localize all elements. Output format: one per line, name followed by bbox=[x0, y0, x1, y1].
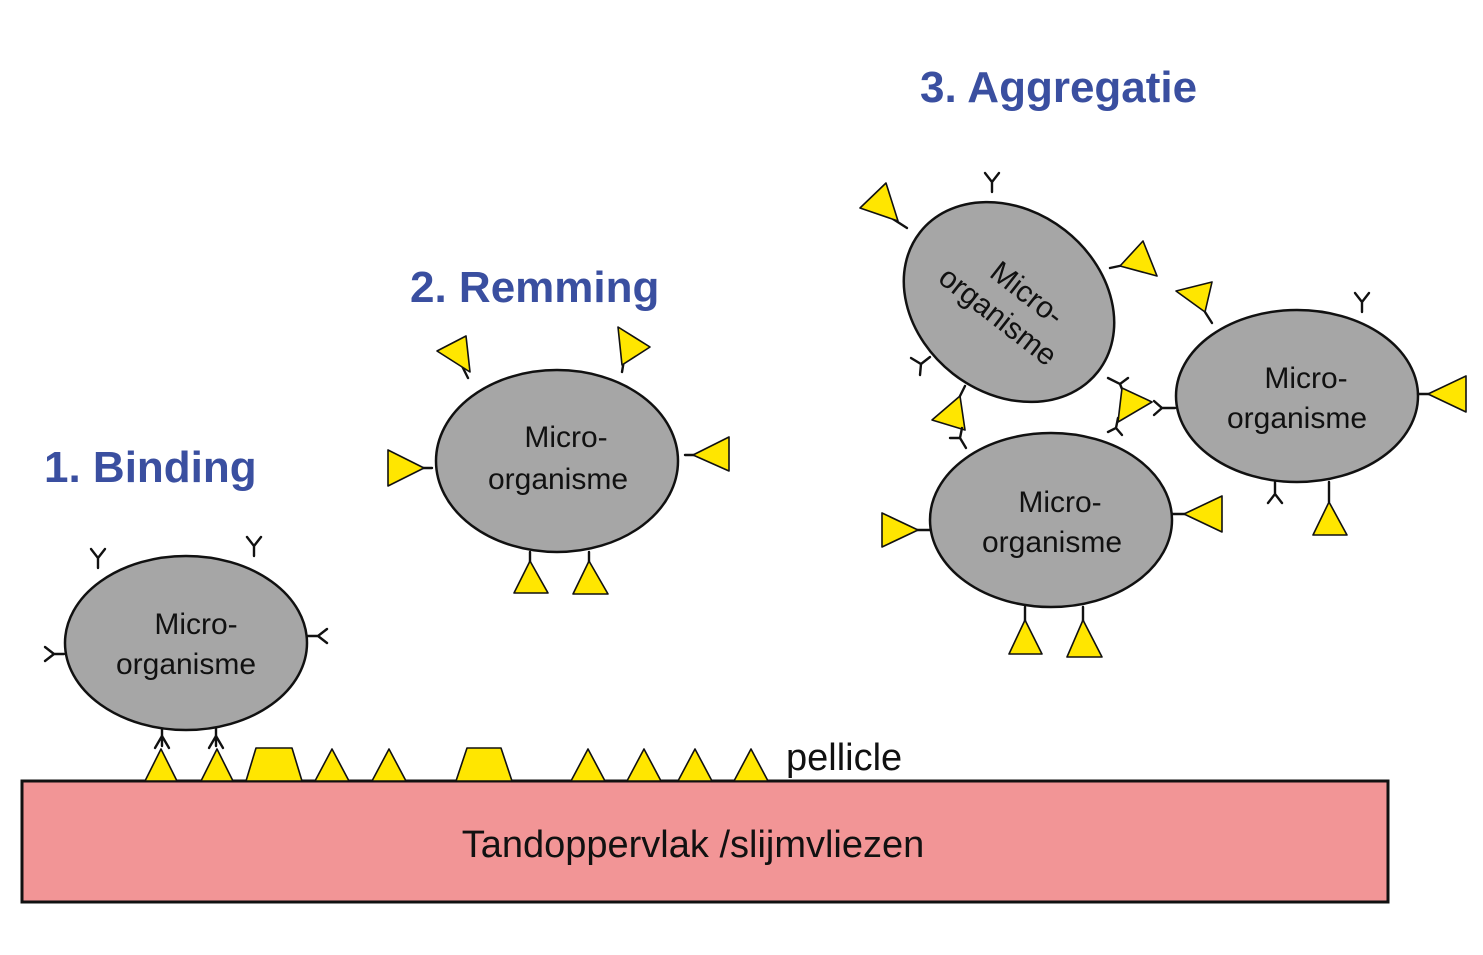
microorganism-label: organisme bbox=[488, 463, 628, 496]
ligand-triangle-icon bbox=[1119, 240, 1158, 277]
pellicle-label: pellicle bbox=[786, 737, 902, 779]
stage-title-binding: 1. Binding bbox=[44, 443, 257, 492]
receptor-icon bbox=[43, 645, 66, 663]
ligand-triangle-icon bbox=[513, 560, 549, 594]
microorganism-cell bbox=[63, 554, 309, 732]
ligand-triangle-icon bbox=[859, 182, 899, 222]
microorganism-cell bbox=[902, 200, 1116, 404]
receptor-stalk bbox=[1203, 310, 1214, 325]
pellicle-triangle-icon bbox=[570, 748, 606, 782]
pellicle-triangle-icon bbox=[314, 748, 350, 782]
pellicle-trapezoid-icon bbox=[455, 747, 513, 782]
microorganism-cell bbox=[928, 431, 1174, 609]
receptor-icon bbox=[909, 355, 932, 377]
stage-aggregatie: Micro- organisme Micro- organisme Micro-… bbox=[859, 171, 1467, 658]
receptor-icon bbox=[153, 733, 171, 750]
ligand-triangle-icon bbox=[1008, 619, 1043, 655]
receptor-icon bbox=[1353, 291, 1371, 314]
ligand-triangle-icon bbox=[617, 326, 651, 366]
microorganism-cell bbox=[434, 368, 680, 554]
pellicle-triangle-icon bbox=[200, 748, 234, 782]
receptor-icon bbox=[1106, 416, 1124, 437]
pellicle-trapezoid-icon bbox=[245, 747, 303, 782]
surface-label: Tandoppervlak /slijmvliezen bbox=[462, 824, 925, 866]
receptor-icon bbox=[948, 426, 968, 450]
ligand-triangle-icon bbox=[1066, 619, 1103, 658]
receptor-icon bbox=[1266, 480, 1284, 505]
stage-title-remming: 2. Remming bbox=[410, 263, 659, 312]
receptor-icon bbox=[306, 627, 329, 645]
pellicle-triangle-icon bbox=[371, 748, 407, 782]
stage-remming: Micro- organisme bbox=[387, 326, 730, 595]
microorganism-label: Micro- bbox=[1018, 486, 1101, 519]
ligand-triangle-icon bbox=[1312, 501, 1348, 536]
pellicle-layer bbox=[144, 747, 769, 782]
microorganism-label: organisme bbox=[116, 648, 256, 681]
ligand-triangle-icon bbox=[436, 335, 471, 373]
stage-title-aggregatie: 3. Aggregatie bbox=[920, 63, 1197, 112]
ligand-triangle-icon bbox=[1117, 387, 1153, 423]
receptor-icon bbox=[207, 733, 225, 750]
pellicle-triangle-icon bbox=[144, 748, 178, 782]
receptor-icon bbox=[245, 535, 263, 558]
microorganism-label: Micro- bbox=[1264, 362, 1347, 395]
ligand-triangle-icon bbox=[931, 395, 966, 431]
receptor-icon bbox=[1152, 399, 1177, 417]
microorganism-label: organisme bbox=[982, 526, 1122, 559]
ligand-triangle-icon bbox=[1427, 375, 1467, 413]
ligand-triangle-icon bbox=[1183, 495, 1223, 533]
ligand-triangle-icon bbox=[881, 512, 919, 548]
ligand-triangle-icon bbox=[387, 449, 425, 487]
ligand-triangle-icon bbox=[572, 560, 609, 595]
pellicle-triangle-icon bbox=[733, 748, 769, 782]
ligand-triangle-icon bbox=[1175, 281, 1213, 313]
microorganism-cell-tilted: Micro- organisme bbox=[902, 200, 1116, 404]
pellicle-triangle-icon bbox=[677, 748, 713, 782]
receptor-icon bbox=[89, 547, 107, 570]
receptor-stalk bbox=[958, 384, 967, 398]
pellicle-triangle-icon bbox=[626, 748, 662, 782]
receptor-icon bbox=[983, 171, 1001, 194]
ligand-triangle-icon bbox=[692, 436, 730, 472]
stage-binding: Micro- organisme bbox=[43, 535, 329, 750]
microorganism-cell bbox=[1174, 308, 1420, 484]
microorganism-label: Micro- bbox=[524, 421, 607, 454]
tooth-surface bbox=[20, 779, 1390, 904]
microorganism-label: organisme bbox=[1227, 402, 1367, 435]
microorganism-label: Micro- bbox=[154, 608, 237, 641]
